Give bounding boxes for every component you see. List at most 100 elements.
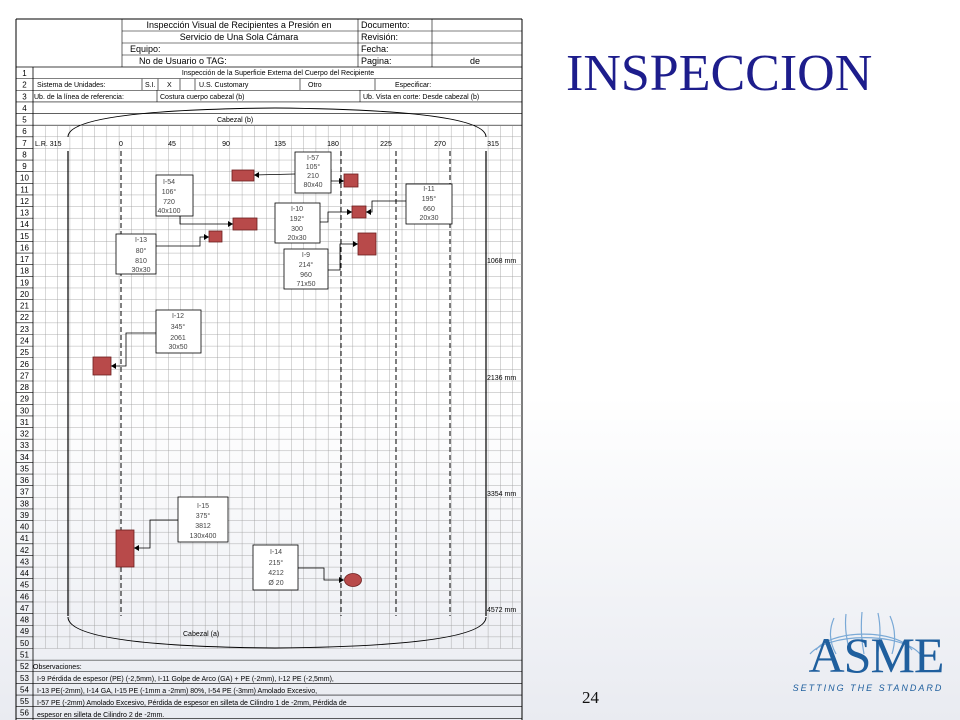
row-number: 39 (20, 511, 29, 520)
inspection-form: 1234567891011121314151617181920212223242… (15, 18, 523, 720)
defect-angle: 106° (162, 188, 177, 196)
defect-box (283, 248, 329, 290)
usuario-label: No de Usuario o TAG: (139, 56, 227, 66)
row-number: 52 (20, 662, 29, 671)
defect-label-i15: I-15 375° 3812 130x400 (177, 496, 229, 543)
defect-label-i54: I-54 106° 720 40x100 (155, 174, 194, 217)
defect-label-i9: I-9 214° 960 71x50 (283, 248, 329, 290)
defect-distance: 3812 (195, 523, 211, 530)
defect-angle: 105° (306, 163, 321, 171)
row-number: 23 (20, 325, 29, 334)
section-title: Inspección de la Superficie Externa del … (182, 70, 374, 77)
row-number: 10 (20, 174, 29, 183)
angle-label: 180 (327, 141, 339, 148)
row-number: 46 (20, 592, 29, 601)
angle-label: 270 (434, 141, 446, 148)
logo-wordmark: ASME (809, 627, 944, 683)
slide-title: INSPECCION (566, 45, 873, 102)
row-number: 44 (20, 569, 29, 578)
leader-i15 (134, 519, 178, 549)
defect-marker-i15 (115, 529, 135, 568)
dim-label: 2136 mm (487, 375, 516, 382)
leader-i57b (330, 169, 344, 182)
row-number: 55 (20, 697, 29, 706)
leader-i54 (179, 215, 233, 225)
row-number: 14 (20, 220, 29, 229)
defect-label-i57: I-57 105° 210 80x40 (294, 151, 332, 194)
defect-size: 20x30 (419, 215, 438, 222)
arrowhead (204, 234, 209, 240)
defect-angle: 345° (171, 323, 186, 331)
row-number: 56 (20, 709, 29, 718)
row-number: 15 (20, 232, 29, 241)
defect-size: 80x40 (303, 182, 322, 189)
de-label: de (470, 56, 480, 66)
units-otro: Otro (308, 82, 322, 89)
row-number: 24 (20, 336, 29, 345)
defect-box (155, 174, 194, 217)
row-number: 37 (20, 488, 29, 497)
defect-box (115, 233, 157, 275)
defect-label-i12: I-12 345° 2061 30x50 (155, 309, 202, 354)
defect-size: 130x400 (190, 533, 217, 540)
angle-label: 225 (380, 141, 392, 148)
defect-angle: 80° (136, 247, 147, 255)
row-number: 36 (20, 476, 29, 485)
arrowhead (134, 545, 139, 551)
defect-label-i11: I-11 195° 660 20x30 (405, 183, 453, 225)
row-number: 25 (20, 348, 29, 357)
defect-box (274, 202, 321, 244)
row-number: 41 (20, 534, 29, 543)
view-label: Ub. Vista en corte: Desde cabezal (b) (363, 94, 479, 101)
row-number: 40 (20, 523, 29, 532)
arrowhead (339, 577, 344, 583)
row-number: 19 (20, 278, 29, 287)
row-number: 33 (20, 441, 29, 450)
defect-id: I-10 (291, 206, 303, 213)
form-title-line2: Servicio de Una Sola Cámara (180, 32, 299, 42)
head-b-outline (67, 107, 487, 138)
defect-marker-i12 (92, 356, 112, 376)
defect-id: I-11 (423, 186, 435, 193)
defect-id: I-57 (307, 155, 319, 162)
row-number: 7 (22, 139, 27, 148)
asme-logo: ASME SETTING THE STANDARD (793, 611, 944, 693)
defect-size: Ø 20 (268, 580, 283, 587)
row-number: 49 (20, 627, 29, 636)
defect-marker-i9 (357, 232, 377, 256)
defect-id: I-12 (172, 313, 184, 320)
arrowhead (254, 172, 259, 178)
units-si-mark: X (167, 82, 172, 89)
defect-id: I-13 (135, 237, 147, 244)
ref-line-value: Costura cuerpo cabezal (b) (160, 94, 244, 101)
arrowhead (366, 209, 371, 215)
defect-id: I-14 (270, 549, 282, 556)
dim-label: 3354 mm (487, 491, 516, 498)
units-especificar: Especificar: (395, 82, 431, 89)
defect-distance: 2061 (170, 335, 186, 342)
observaciones-label: Observaciones: (33, 664, 82, 671)
defect-marker-i11 (351, 205, 367, 219)
defect-distance: 720 (163, 199, 175, 206)
row-number: 29 (20, 395, 29, 404)
row-number: 12 (20, 197, 29, 206)
defect-box (252, 544, 299, 591)
defect-label-i10: I-10 192° 300 20x30 (274, 202, 321, 244)
row-number: 5 (22, 116, 27, 125)
dim-label: 1068 mm (487, 258, 516, 265)
angle-label: 90 (222, 141, 230, 148)
defect-angle: 375° (196, 512, 211, 520)
angle-label: 315 (487, 141, 499, 148)
defect-marker-i57 (231, 169, 255, 182)
row-number: 43 (20, 557, 29, 566)
fecha-label: Fecha: (361, 44, 389, 54)
defect-id: I-15 (197, 503, 209, 510)
defect-marker-i14 (344, 573, 362, 587)
defect-box (155, 309, 202, 354)
leader-i57 (253, 173, 296, 176)
row-number: 3 (22, 92, 27, 101)
row-number: 35 (20, 464, 29, 473)
row-number: 26 (20, 360, 29, 369)
leader-i10 (320, 211, 352, 223)
note-line-3: I-57 PE (-2mm) Amolado Excesivo, Pérdida… (37, 700, 347, 707)
